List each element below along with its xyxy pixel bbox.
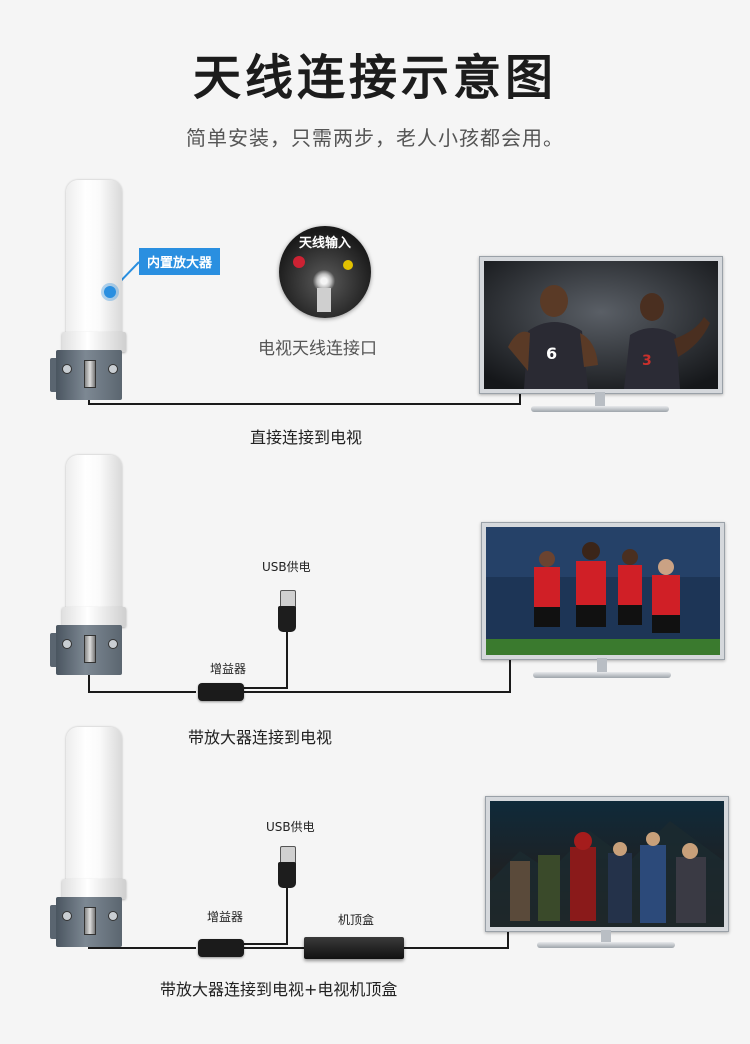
- antenna-2: [50, 455, 130, 685]
- port-caption: 电视天线连接口: [258, 339, 377, 359]
- svg-text:6: 6: [546, 344, 557, 363]
- caption-with-set-top-box: 带放大器连接到电视+电视机顶盒: [160, 980, 398, 999]
- caption-direct: 直接连接到电视: [250, 428, 363, 447]
- cable-stb-to-tv-3: [404, 930, 509, 949]
- gain-amplifier-3: [198, 939, 244, 957]
- antenna-radome: [66, 180, 122, 340]
- usb-power-label-3: USB供电: [266, 820, 315, 834]
- caption-with-amplifier: 带放大器连接到电视: [188, 728, 333, 747]
- cable-direct: [88, 372, 521, 405]
- svg-text:3: 3: [642, 353, 652, 369]
- set-top-box: [304, 937, 404, 959]
- cable-amp-to-tv-2: [244, 660, 511, 693]
- antenna-jack-icon: [313, 270, 335, 292]
- tv-screen-football: [486, 527, 720, 655]
- tv-screen-movie: [490, 801, 724, 927]
- tv-antenna-port-closeup: 天线输入: [279, 226, 371, 318]
- cable-usb-3: [244, 880, 288, 945]
- antenna-3: [50, 727, 130, 957]
- tv-screen-basketball: 6 3: [484, 261, 718, 389]
- coax-connector: [84, 360, 96, 388]
- page-title: 天线连接示意图: [192, 50, 557, 106]
- football-scene: [486, 527, 720, 655]
- antenna-1: [50, 180, 130, 410]
- port-title: 天线输入: [298, 236, 351, 251]
- amplifier-label-2: 增益器: [210, 662, 247, 676]
- cable-usb-2: [244, 630, 288, 689]
- set-top-box-label: 机顶盒: [338, 913, 375, 927]
- movie-scene: [490, 801, 724, 927]
- page-subtitle: 简单安装，只需两步，老人小孩都会用。: [186, 126, 564, 150]
- amplifier-label-3: 增益器: [207, 910, 244, 924]
- basketball-scene: 6 3: [484, 261, 718, 389]
- gain-amplifier-2: [198, 683, 244, 701]
- amplifier-badge: 内置放大器: [139, 248, 221, 275]
- amplifier-marker-dot: [104, 286, 116, 298]
- usb-power-label-2: USB供电: [262, 560, 311, 574]
